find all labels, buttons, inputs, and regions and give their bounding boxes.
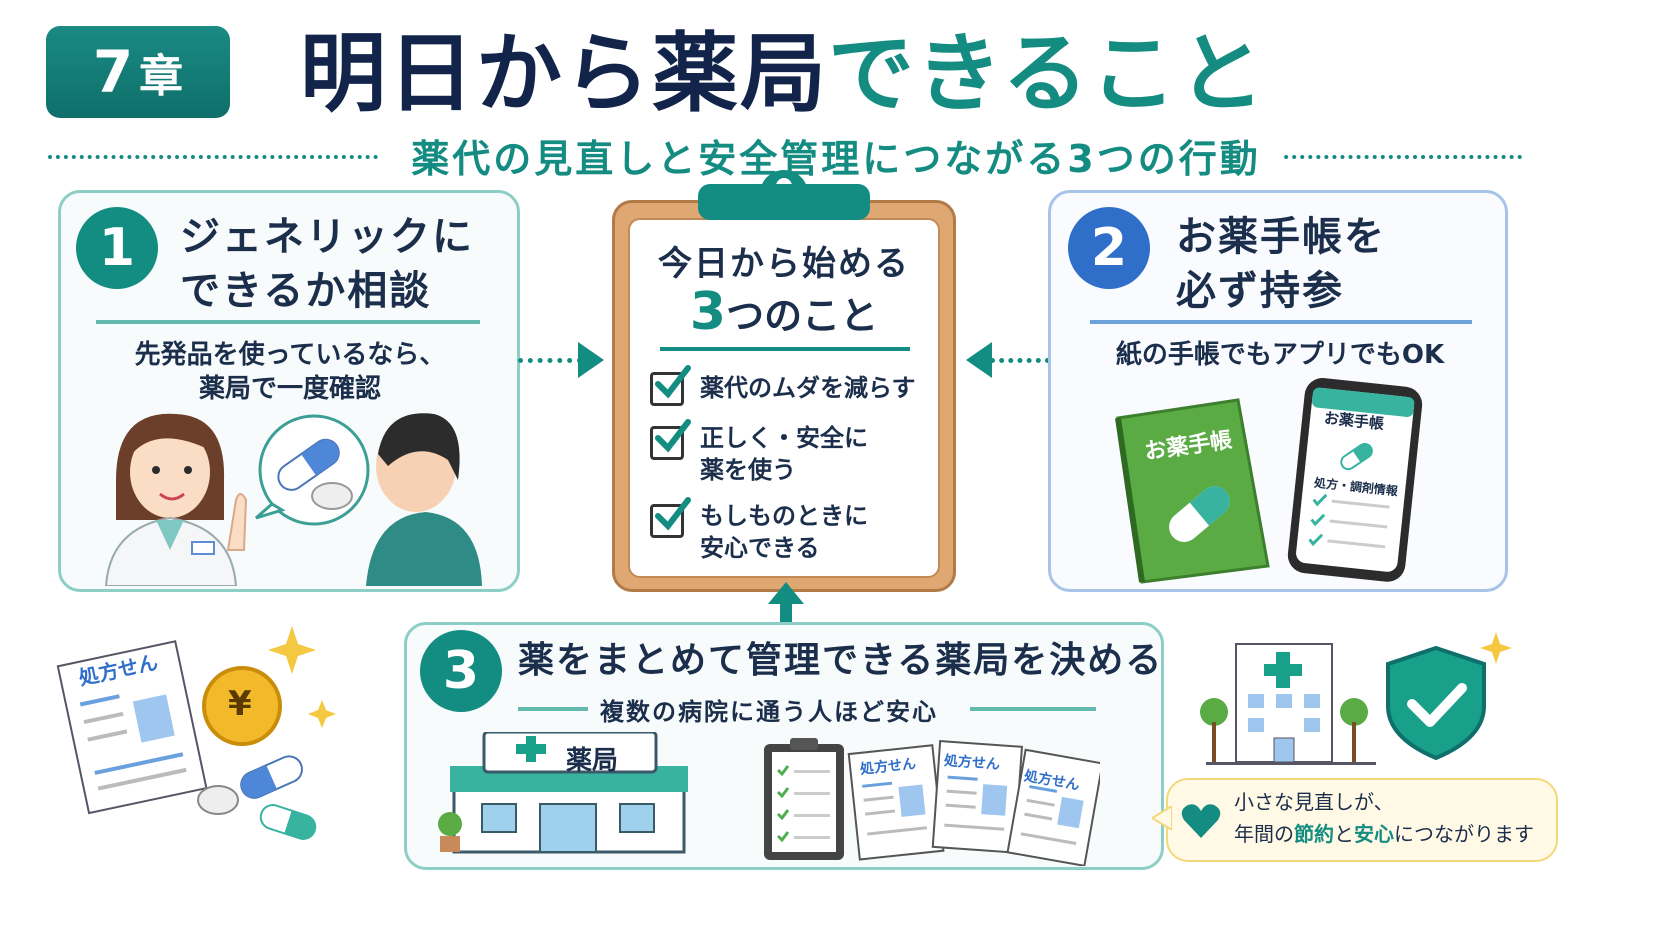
checklist-item-2-line1: 正しく・安全に: [700, 424, 868, 452]
sparkle-icon: [308, 700, 336, 728]
chapter-number: 7: [92, 38, 134, 106]
chapter-badge: 7 章: [46, 26, 230, 118]
summary-line1: 小さな見直しが、: [1234, 790, 1394, 814]
checklist-item-3-line1: もしものときに: [700, 502, 868, 530]
summary-highlight-savings: 節約: [1294, 822, 1334, 846]
step3-title: 薬をまとめて管理できる薬局を決める: [518, 640, 1164, 681]
page-subtitle: 薬代の見直しと安全管理につながる3つの行動: [0, 128, 1672, 183]
step3-subtitle: 複数の病院に通う人ほど安心: [600, 698, 938, 726]
step2-number-circle: 2: [1068, 207, 1150, 289]
check-icon: [655, 497, 691, 531]
shield-icon: [1386, 645, 1486, 761]
clipboard-clip: [698, 184, 870, 220]
pharmacy-sign-text: 薬局: [566, 746, 619, 776]
checklist-item-3-line2: 安心できる: [700, 534, 820, 562]
subtitle-divider-left: [48, 155, 378, 159]
pharmacist-coat: [104, 516, 238, 586]
summary-line2-pre: 年間の: [1234, 822, 1294, 846]
patient-hair: [378, 413, 460, 480]
check-icon: [655, 419, 691, 453]
summary-line2-post: につながります: [1394, 822, 1534, 846]
checklist-title-line2: 3つのこと: [628, 282, 940, 342]
chapter-unit: 章: [139, 51, 184, 102]
arrow-step2-to-checklist: [990, 358, 1050, 363]
step2-text: 紙の手帳でもアプリでもOK: [1115, 340, 1445, 370]
pharmacist-raised-hand: [226, 493, 248, 551]
checklist-title-rest: つのこと: [726, 294, 879, 338]
checklist-item-3: もしものときに 安心できる: [700, 500, 868, 564]
step2-title-line1: お薬手帳を: [1176, 214, 1386, 260]
step1-title-line1: ジェネリックに: [180, 214, 474, 260]
pharmacy-cross-icon: [516, 736, 546, 762]
arrow-up-icon: [768, 582, 804, 626]
hospital-cross-icon: [1264, 652, 1302, 688]
step1-text-line2: 薬局で一度確認: [198, 374, 381, 404]
pharmacy-building-illustration: [438, 732, 688, 854]
arrow-head-left-icon: [966, 342, 992, 378]
sparkle-icon: [1480, 632, 1512, 664]
summary-bubble-text: 小さな見直しが、 年間の節約と安心につながります: [1234, 786, 1534, 850]
cost-savings-decoration: [56, 626, 336, 840]
yen-symbol: ¥: [228, 684, 252, 724]
page-title-dark: 明日から薬局: [300, 24, 828, 124]
step3-subtitle-line-left: [518, 707, 588, 711]
step3-number-circle: 3: [420, 630, 502, 712]
step2-divider: [1090, 320, 1472, 324]
checklist-item-2: 正しく・安全に 薬を使う: [700, 422, 868, 486]
step1-divider: [96, 320, 480, 324]
medicine-app-phone-illustration: [1287, 378, 1423, 582]
step1-title: ジェネリックに できるか相談: [180, 210, 474, 318]
heart-icon: [1181, 804, 1221, 838]
prescription-label-2: 処方せん: [943, 753, 1001, 773]
medicine-notebook-illustration: [1115, 398, 1270, 584]
check-icon: [655, 365, 691, 399]
step2-title: お薬手帳を 必ず持参: [1176, 210, 1386, 318]
pharmacist-consultation-illustration: [104, 413, 482, 586]
page-title-teal: できること: [828, 24, 1267, 124]
checklist-item-2-line2: 薬を使う: [700, 456, 796, 484]
checklist-item-1-line1: 薬代のムダを減らす: [700, 374, 916, 402]
pharmacist-face: [130, 426, 210, 518]
arrow-step1-to-checklist: [518, 358, 582, 363]
step2-title-line2: 必ず持参: [1176, 268, 1344, 314]
summary-line2: 年間の節約と安心につながります: [1234, 818, 1534, 850]
checklist-title-line1: 今日から始める: [658, 244, 910, 284]
step1-title-line2: できるか相談: [180, 268, 432, 314]
subtitle-divider-right: [1268, 155, 1522, 159]
prescriptions-illustration: [764, 738, 1100, 866]
sparkle-icon: [268, 626, 316, 674]
checklist-item-1: 薬代のムダを減らす: [700, 372, 916, 404]
checklist-title-number: 3: [689, 282, 727, 342]
summary-line2-mid: と: [1334, 822, 1354, 846]
step1-text-line1: 先発品を使っているなら、: [134, 340, 446, 370]
page-title: 明日から薬局できること: [300, 20, 1266, 128]
arrow-head-right-icon: [578, 342, 604, 378]
summary-highlight-safety: 安心: [1354, 822, 1394, 846]
yen-coin-icon: [202, 666, 282, 746]
hospital-and-shield-decoration: [1200, 632, 1512, 765]
step3-subtitle-line-right: [970, 707, 1096, 711]
step1-text: 先発品を使っているなら、 薬局で一度確認: [70, 338, 510, 406]
summary-bubble: [1166, 778, 1558, 862]
shield-check-icon: [1407, 683, 1467, 727]
page-subtitle-text: 薬代の見直しと安全管理につながる3つの行動: [389, 137, 1283, 181]
patient-shirt: [366, 512, 482, 586]
bubble-tail: [1152, 806, 1172, 830]
checklist-divider: [660, 347, 910, 351]
step1-number-circle: 1: [76, 207, 158, 289]
